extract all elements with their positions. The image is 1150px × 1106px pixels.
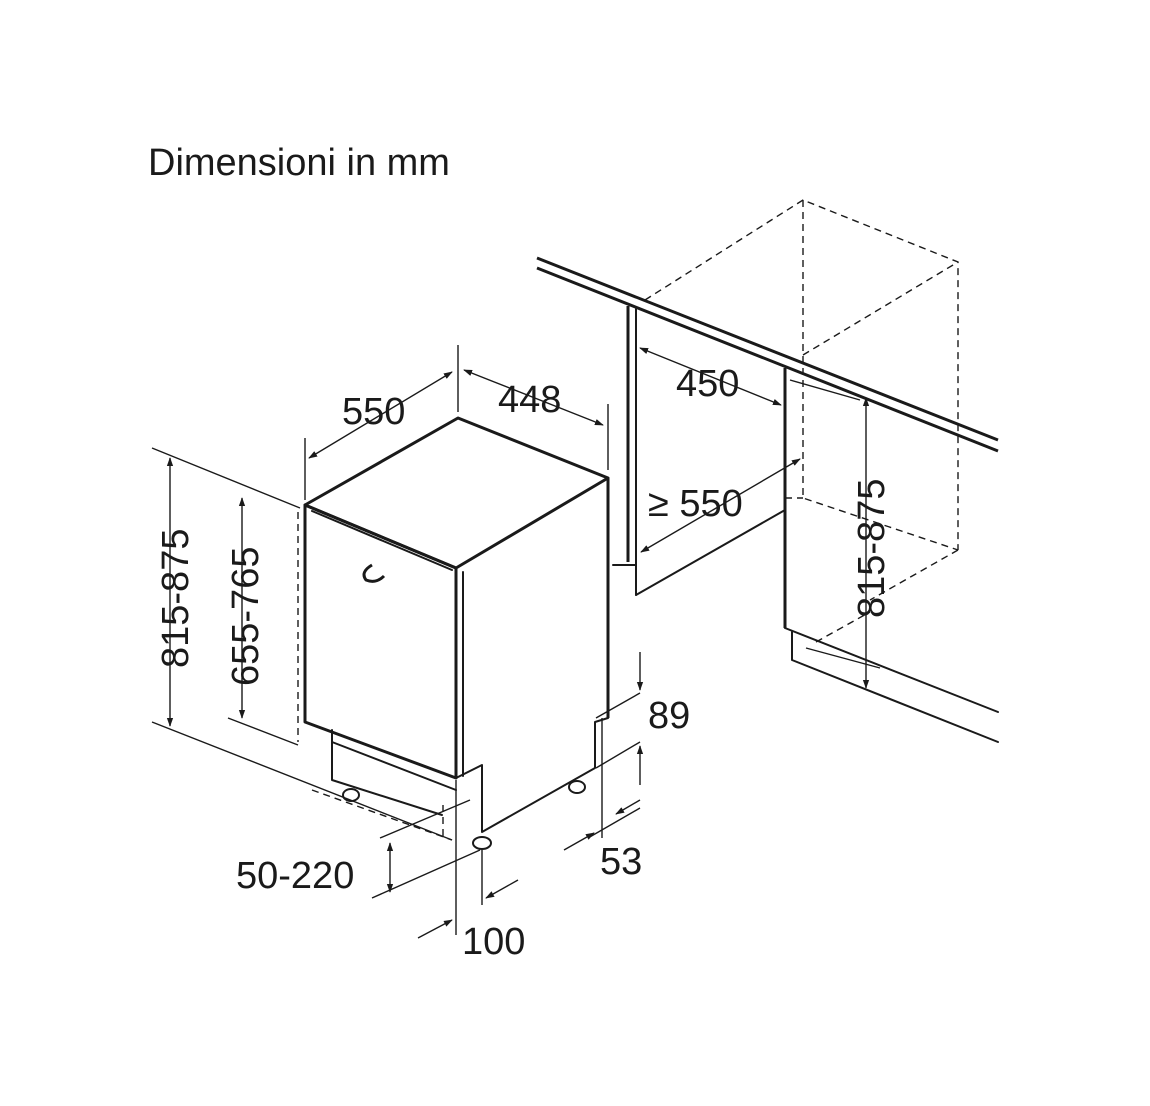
kitchen-niche	[536, 199, 999, 743]
appliance-side-bottom	[455, 717, 609, 833]
door-handle	[362, 563, 386, 583]
label-door-height: 655-765	[225, 547, 267, 686]
appliance-top-face	[303, 416, 610, 570]
arrow-rear-gap-foot	[563, 832, 595, 851]
dimension-labels: 550 448 450 ≥ 550 815-875 655-765 815-87…	[155, 363, 893, 963]
arrow-rear-gap-bottom	[615, 799, 641, 815]
door-top-edge	[311, 510, 453, 571]
label-niche-depth: ≥ 550	[648, 483, 743, 525]
label-rear-gap-bottom: 53	[600, 841, 642, 883]
foot-front-left	[342, 788, 360, 802]
foot-front-right	[472, 836, 492, 850]
appliance-door	[303, 503, 458, 780]
plinth-outline	[331, 729, 443, 816]
extension-lines	[151, 345, 881, 935]
label-niche-width: 450	[676, 363, 739, 405]
label-total-height: 815-875	[155, 529, 197, 668]
label-niche-height: 815-875	[851, 479, 893, 618]
right-cabinet-base-lower	[791, 631, 999, 743]
worktop-upper	[536, 256, 999, 442]
dashed-cabinet-back	[802, 200, 959, 551]
arrow-niche-width	[639, 347, 782, 406]
foot-rear-right	[568, 780, 586, 794]
dashed-cabinet-base	[815, 611, 871, 643]
label-appliance-depth: 550	[342, 391, 405, 433]
plinth-line	[331, 741, 457, 791]
arrow-plinth-depth-left	[417, 919, 453, 939]
dishwasher-body	[297, 416, 610, 850]
dimension-arrows	[166, 347, 870, 939]
right-cabinet-base-upper	[784, 627, 999, 713]
arrow-appliance-depth	[308, 371, 453, 459]
label-plinth-depth: 100	[462, 921, 525, 963]
diagram-title: Dimensioni in mm	[148, 142, 450, 184]
label-appliance-width: 448	[498, 379, 561, 421]
label-plinth-height: 50-220	[236, 855, 354, 897]
dashed-cabinet-top	[644, 199, 959, 550]
worktop-lower	[536, 266, 999, 453]
arrow-niche-depth	[640, 458, 801, 553]
dashed-cabinet-front	[869, 549, 959, 601]
arrow-plinth-depth-right	[485, 879, 519, 899]
arrow-appliance-width	[463, 369, 604, 426]
label-rear-gap-top: 89	[648, 695, 690, 737]
dashed-plinth-bottom	[311, 789, 453, 841]
dashed-cabinet-mid	[802, 261, 959, 356]
